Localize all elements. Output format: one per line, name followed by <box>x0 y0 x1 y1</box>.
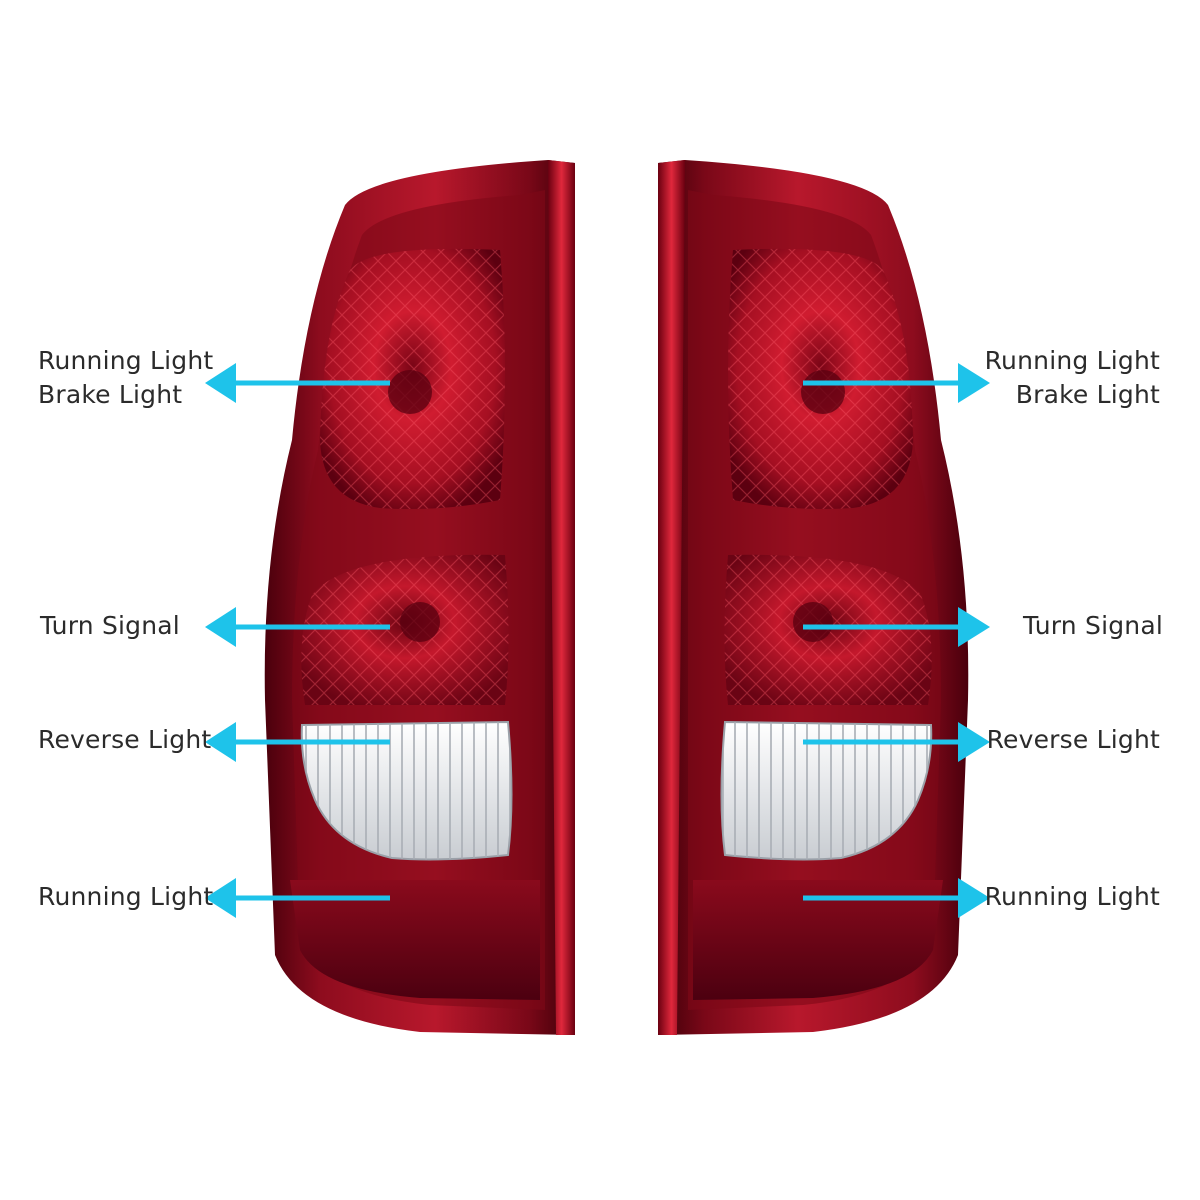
left-label-running-light-line: Running Light <box>38 346 214 375</box>
left-label-turn-signal-text: Turn Signal <box>40 611 180 640</box>
left-arrow-turn-signal <box>205 607 390 647</box>
left-arrow-running <box>205 878 390 918</box>
right-label-running-light: Running Light <box>985 880 1160 914</box>
left-label-reverse-light: Reverse Light <box>38 723 211 757</box>
right-label-running-light-text: Running Light <box>984 882 1160 911</box>
right-arrow-turn-signal <box>803 607 990 647</box>
right-label-running-brake: Running Light Brake Light <box>985 344 1160 412</box>
right-arrow-running <box>803 878 990 918</box>
left-arrow-running-brake <box>205 363 390 403</box>
right-label-turn-signal-text: Turn Signal <box>1023 611 1163 640</box>
left-label-turn-signal: Turn Signal <box>40 609 180 643</box>
right-callout-arrows <box>803 363 990 918</box>
right-label-reverse-light-text: Reverse Light <box>986 725 1160 754</box>
left-tail-light <box>264 160 575 1035</box>
left-label-reverse-light-text: Reverse Light <box>38 725 212 754</box>
left-label-running-light: Running Light <box>38 880 213 914</box>
left-label-brake-light-line: Brake Light <box>38 380 183 409</box>
left-lower-lens <box>290 880 540 1000</box>
right-arrow-running-brake <box>803 363 990 403</box>
right-label-reverse-light: Reverse Light <box>987 723 1160 757</box>
left-arrow-reverse <box>205 722 390 762</box>
left-mid-bulb <box>400 602 440 642</box>
right-mid-bulb <box>793 602 833 642</box>
left-label-running-brake: Running Light Brake Light <box>38 344 213 412</box>
left-upper-bulb <box>388 370 432 414</box>
right-lower-lens <box>693 880 943 1000</box>
left-label-running-light-text: Running Light <box>38 882 214 911</box>
left-chrome-edge <box>548 160 575 1035</box>
right-arrow-reverse <box>803 722 990 762</box>
right-label-running-light-line: Running Light <box>984 346 1160 375</box>
right-tail-light <box>658 160 969 1035</box>
right-label-brake-light-line: Brake Light <box>1015 380 1160 409</box>
right-chrome-edge <box>658 160 685 1035</box>
left-callout-arrows <box>205 363 390 918</box>
right-label-turn-signal: Turn Signal <box>1023 609 1163 643</box>
right-upper-bulb <box>801 370 845 414</box>
